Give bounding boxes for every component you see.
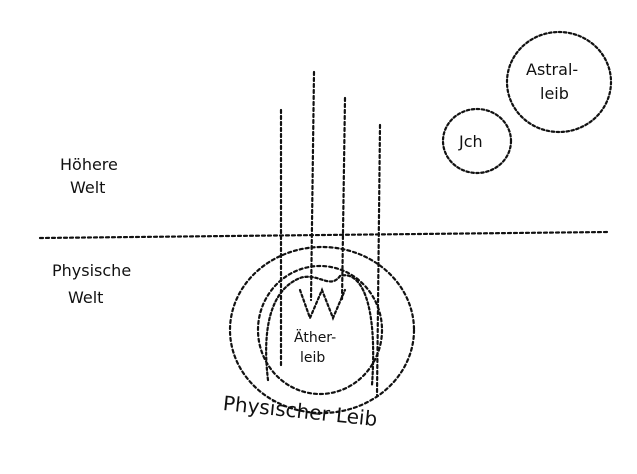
label-aetherleib-line1: Äther- <box>294 328 336 346</box>
physischer-leib-outer-circle <box>228 245 416 415</box>
world-boundary-line <box>38 230 610 240</box>
aetherleib-inner-crown <box>298 287 347 322</box>
label-ich: Jch <box>458 132 483 151</box>
label-physische-welt-line1: Physische <box>52 261 131 280</box>
label-physischer-leib: Physischer Leib <box>222 391 379 431</box>
stream-line-4 <box>375 123 382 397</box>
aetherleib-inner-circle <box>256 264 384 396</box>
label-astralleib-line2: leib <box>540 84 569 103</box>
label-hoehere-welt-line1: Höhere <box>60 155 118 174</box>
label-aetherleib-line2: leib <box>300 350 325 366</box>
label-astralleib-line1: Astral- <box>526 60 578 79</box>
stream-line-2 <box>309 70 316 302</box>
aetherleib-u-form <box>265 274 375 387</box>
ich-circle <box>441 107 513 175</box>
stream-line-3 <box>340 96 347 302</box>
label-physische-welt-line2: Welt <box>68 288 103 307</box>
astralleib-circle <box>505 30 613 134</box>
label-hoehere-welt-line2: Welt <box>70 178 105 197</box>
